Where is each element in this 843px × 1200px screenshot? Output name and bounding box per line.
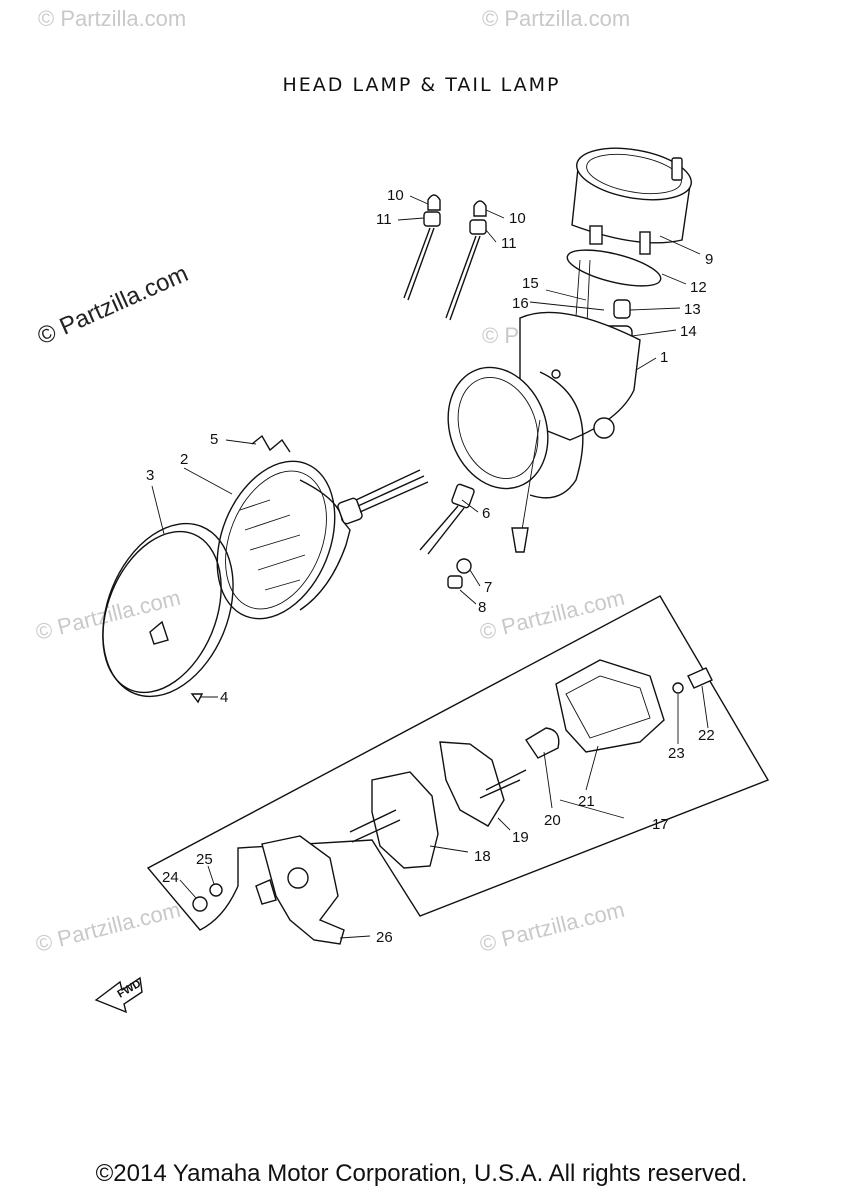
callout-label: 8 <box>478 599 486 616</box>
watermarks: © Partzilla.com © Partzilla.com © Partzi… <box>33 6 630 957</box>
callout-label: 9 <box>705 251 713 268</box>
sealed-beam-part <box>216 460 429 620</box>
tail-bulb-part <box>525 727 560 759</box>
screw-part <box>687 667 713 689</box>
pilot-socket-part <box>419 483 475 555</box>
callout-label: 16 <box>512 295 529 312</box>
callout-label: 26 <box>376 929 393 946</box>
callout-label: 11 <box>376 211 392 228</box>
callout-label: 22 <box>698 727 715 744</box>
callout-label: 20 <box>544 812 561 829</box>
nut-part <box>192 896 208 912</box>
copyright-footer: ©2014 Yamaha Motor Corporation, U.S.A. A… <box>95 1160 748 1187</box>
gasket-ring-part <box>566 249 662 287</box>
callout-label: 25 <box>196 851 213 868</box>
callout-label: 12 <box>690 279 707 296</box>
nut-part <box>456 558 472 574</box>
watermark-text: © Partzilla.com <box>477 585 627 645</box>
callout-label: 13 <box>684 301 701 318</box>
callout-label: 17 <box>652 816 669 833</box>
callout-label: 23 <box>668 745 685 762</box>
leader-lines <box>151 195 709 939</box>
watermark-text: © Partzilla.com <box>482 6 630 31</box>
callout-label: 19 <box>512 829 529 846</box>
base-plate-part <box>349 771 439 869</box>
watermark-text: © Partzilla.com <box>33 260 192 350</box>
callout-label: 14 <box>680 323 697 340</box>
callout-label: 6 <box>482 505 490 522</box>
callout-label: 4 <box>220 689 228 706</box>
headlight-housing-part <box>447 311 641 553</box>
callout-label: 11 <box>501 235 517 252</box>
callout-label: 18 <box>474 848 491 865</box>
headlight-rim-part <box>102 522 234 698</box>
callout-labels: 10 11 10 11 9 12 13 14 15 16 1 5 2 3 4 6… <box>146 187 715 946</box>
callout-label: 21 <box>578 793 595 810</box>
callout-label: 7 <box>484 579 492 596</box>
diagram-title: HEAD LAMP & TAIL LAMP <box>282 74 561 96</box>
callout-label: 5 <box>210 431 218 448</box>
forward-arrow-icon: FWD <box>94 976 143 1014</box>
callout-label: 10 <box>509 210 526 227</box>
callout-label: 2 <box>180 451 188 468</box>
bolt-part <box>447 575 463 589</box>
washer-part <box>672 682 684 694</box>
spring-clip-part <box>251 434 291 453</box>
watermark-text: © Partzilla.com <box>477 897 627 957</box>
bulb-wire-part <box>403 194 487 321</box>
tail-lens-part <box>555 659 665 753</box>
callout-label: 3 <box>146 467 154 484</box>
tail-lamp-assembly-frame <box>146 595 770 931</box>
bulb-socket-part <box>613 299 631 319</box>
washer-part <box>209 883 223 897</box>
speedometer-part <box>571 147 692 255</box>
socket-plate-part <box>439 741 505 827</box>
screw-part <box>190 693 204 704</box>
watermark-text: © Partzilla.com <box>33 897 183 957</box>
bracket-part <box>255 835 345 945</box>
callout-label: 10 <box>387 187 404 204</box>
callout-label: 1 <box>660 349 668 366</box>
callout-label: 24 <box>162 869 179 886</box>
callout-label: 15 <box>522 275 539 292</box>
watermark-text: © Partzilla.com <box>38 6 186 31</box>
